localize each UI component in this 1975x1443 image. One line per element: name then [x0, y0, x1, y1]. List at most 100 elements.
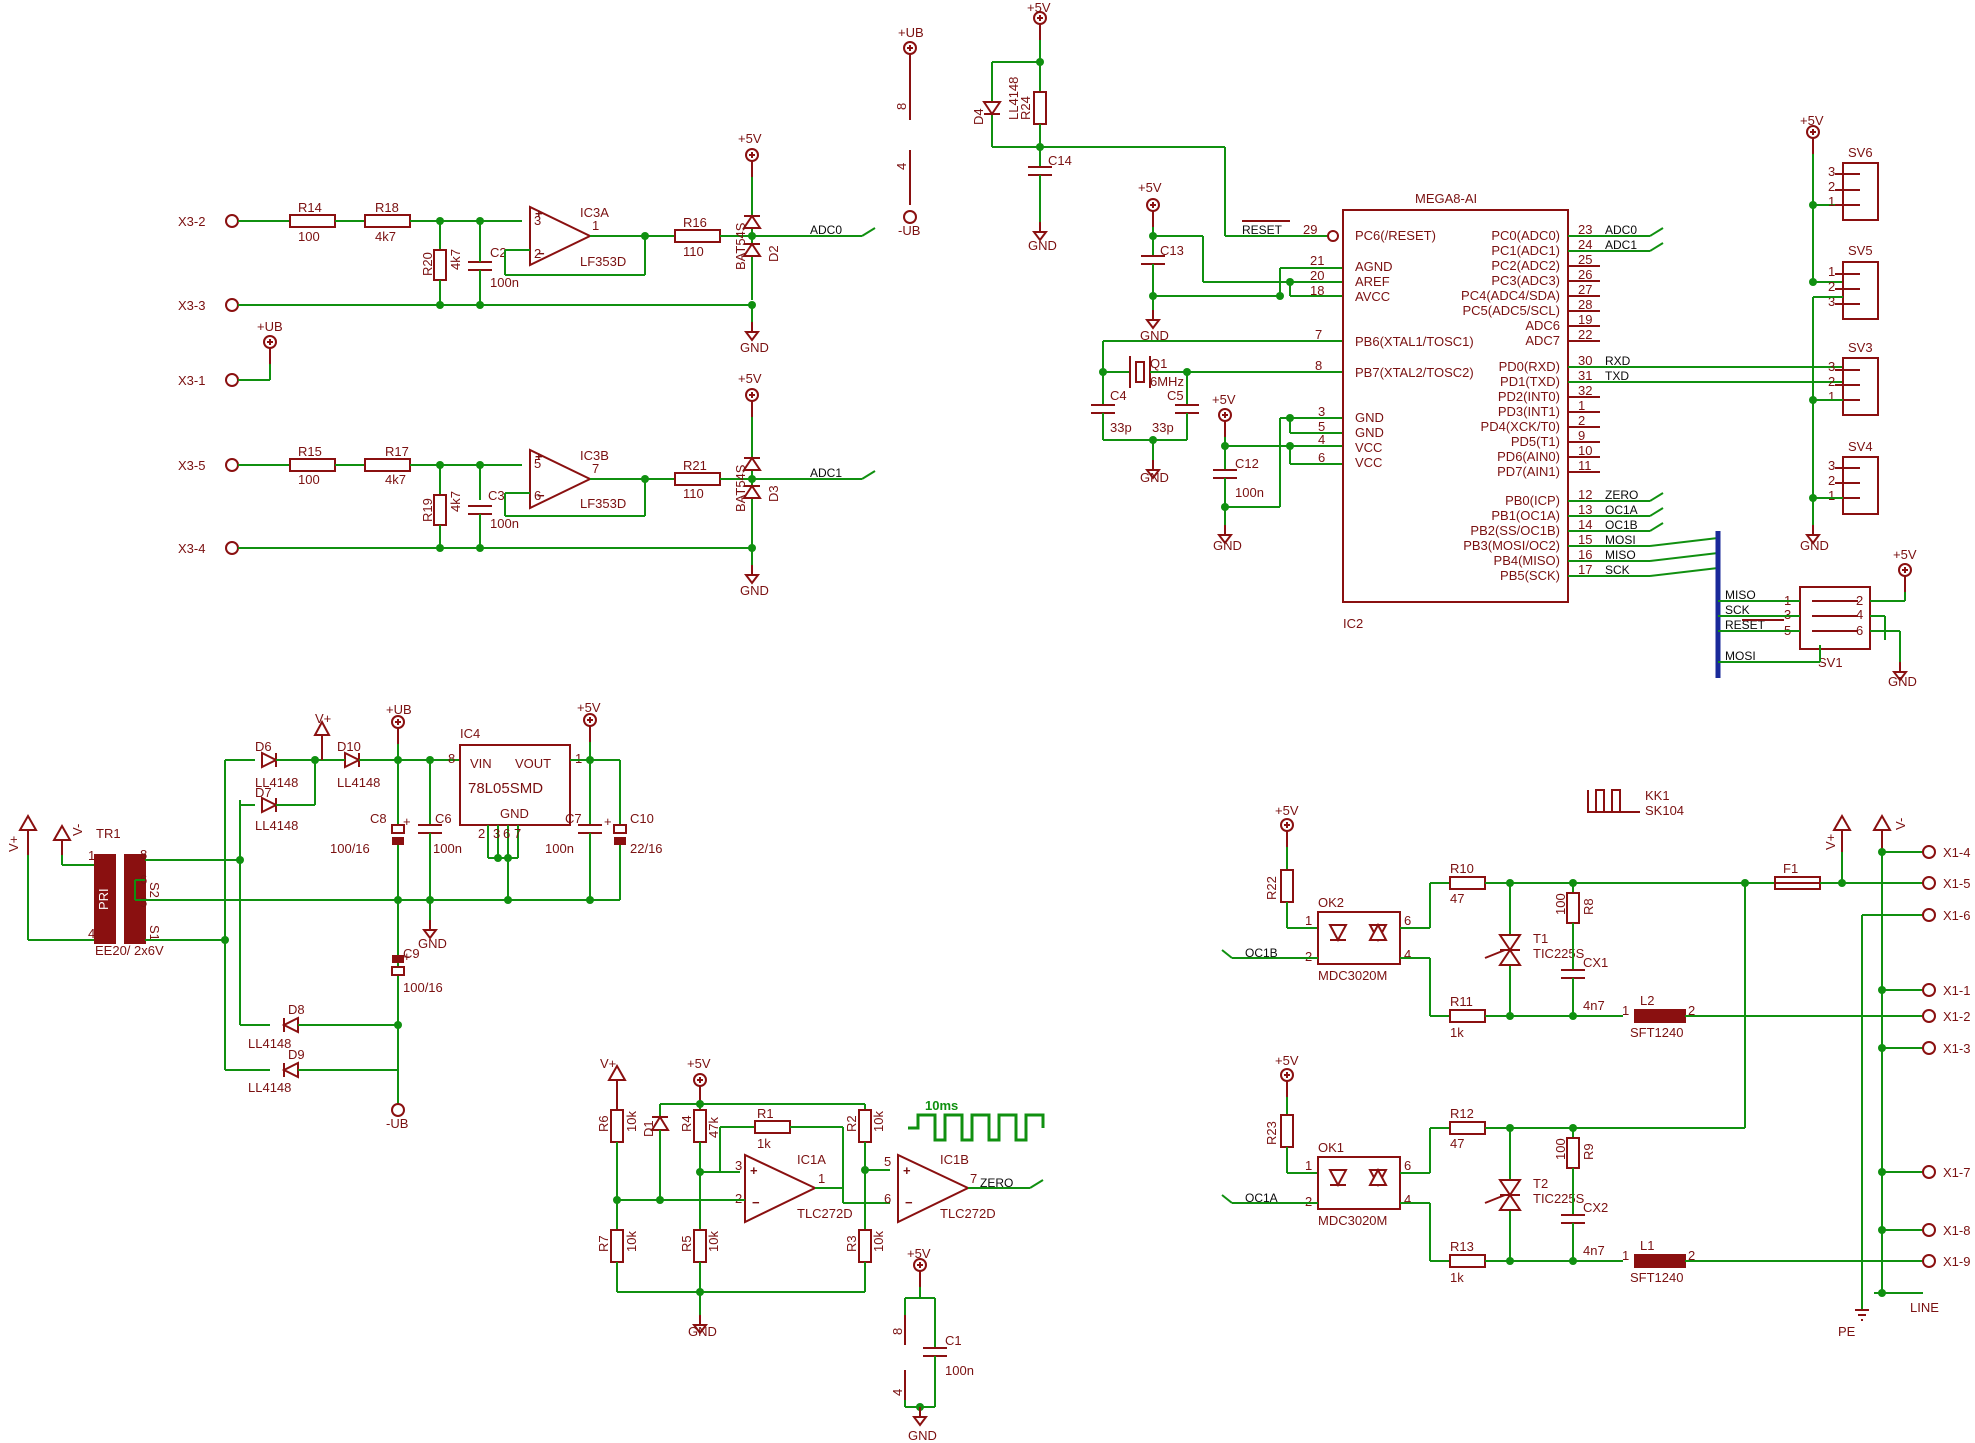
svg-text:R8: R8: [1581, 898, 1596, 915]
svg-text:MDC3020M: MDC3020M: [1318, 968, 1387, 983]
svg-text:AVCC: AVCC: [1355, 289, 1390, 304]
svg-text:SV3: SV3: [1848, 340, 1873, 355]
svg-text:R19: R19: [420, 498, 435, 522]
svg-text:3: 3: [1828, 359, 1835, 374]
connector-x1-5: X1-5: [1943, 876, 1970, 891]
pin-headers: +5V SV6 321 SV5 123 SV3 321 SV4 321 GND …: [1718, 113, 1917, 689]
ic2-pin-name: PC3(ADC3): [1491, 273, 1560, 288]
svg-text:10k: 10k: [706, 1231, 721, 1252]
svg-text:D9: D9: [288, 1047, 305, 1062]
svg-text:ZERO: ZERO: [980, 1176, 1013, 1190]
svg-text:+: +: [750, 1163, 758, 1178]
resistor-r19: [433, 494, 447, 526]
svg-text:+UB: +UB: [257, 319, 283, 334]
ic2-pin-name: PD7(AIN1): [1497, 464, 1560, 479]
svg-text:R12: R12: [1450, 1106, 1474, 1121]
ic2-pin-number: 1: [1578, 398, 1585, 413]
svg-text:4: 4: [88, 926, 95, 941]
connector-x1-4: X1-4: [1943, 845, 1970, 860]
resistor-r9: [1566, 1137, 1580, 1169]
ic2-pin-number: 31: [1578, 368, 1592, 383]
optotriac-ok2: [1317, 911, 1401, 965]
svg-text:+5V: +5V: [738, 131, 762, 146]
svg-text:100n: 100n: [490, 516, 519, 531]
svg-text:2: 2: [1828, 473, 1835, 488]
resistor-r3: [858, 1229, 872, 1263]
svg-text:+5V: +5V: [738, 371, 762, 386]
svg-text:+5V: +5V: [1212, 392, 1236, 407]
header-sv5: [1842, 261, 1879, 320]
svg-text:C2: C2: [490, 245, 507, 260]
svg-text:10k: 10k: [624, 1231, 639, 1252]
svg-text:TLC272D: TLC272D: [797, 1206, 853, 1221]
svg-text:BAT54S: BAT54S: [733, 464, 748, 512]
svg-text:D2: D2: [766, 245, 781, 262]
ic2-pin-number: 23: [1578, 222, 1592, 237]
resistor-r6: [610, 1109, 624, 1143]
ic2-pin-name: PC4(ADC4/SDA): [1461, 288, 1560, 303]
svg-text:+UB: +UB: [386, 702, 412, 717]
svg-text:1: 1: [1305, 913, 1312, 928]
diode-d7: [261, 796, 279, 814]
svg-text:R13: R13: [1450, 1239, 1474, 1254]
svg-text:OK2: OK2: [1318, 895, 1344, 910]
svg-text:R1: R1: [757, 1106, 774, 1121]
svg-text:7: 7: [592, 461, 599, 476]
svg-text:+5V: +5V: [687, 1056, 711, 1071]
svg-text:LL4148: LL4148: [255, 775, 298, 790]
ic2-net-wire: [1649, 552, 1719, 562]
svg-text:6: 6: [534, 488, 541, 503]
svg-text:GND: GND: [1355, 425, 1384, 440]
svg-text:6: 6: [1856, 623, 1863, 638]
svg-text:C3: C3: [488, 488, 505, 503]
svg-text:MDC3020M: MDC3020M: [1318, 1213, 1387, 1228]
svg-text:KK1: KK1: [1645, 788, 1670, 803]
svg-text:8: 8: [140, 847, 147, 862]
header-sv6: [1842, 162, 1879, 221]
transformer-tr1-primary: [94, 854, 116, 944]
svg-text:ADC0: ADC0: [810, 223, 842, 237]
svg-text:18: 18: [1310, 283, 1324, 298]
svg-text:F1: F1: [1783, 861, 1798, 876]
svg-text:100: 100: [298, 472, 320, 487]
ic2-pin-name: PB4(MISO): [1494, 553, 1560, 568]
resistor-r10: [1449, 876, 1486, 890]
resistor-r2: [858, 1109, 872, 1143]
ic2-net-label: OC1B: [1605, 518, 1638, 532]
ic2-net-label: OC1A: [1605, 503, 1638, 517]
svg-text:5: 5: [1318, 419, 1325, 434]
svg-text:47: 47: [1450, 891, 1464, 906]
ic2-pin-name: PD3(INT1): [1498, 404, 1560, 419]
svg-text:R2: R2: [844, 1115, 859, 1132]
connector-x3-5: X3-5: [178, 458, 205, 473]
svg-text:110: 110: [683, 486, 704, 501]
svg-text:2: 2: [1828, 179, 1835, 194]
svg-text:D8: D8: [288, 1002, 305, 1017]
connector-x1-7: X1-7: [1943, 1165, 1970, 1180]
svg-text:+5V: +5V: [1027, 0, 1051, 15]
svg-text:1: 1: [1828, 264, 1835, 279]
svg-text:L2: L2: [1640, 993, 1654, 1008]
svg-text:C13: C13: [1160, 243, 1184, 258]
svg-text:IC2: IC2: [1343, 616, 1363, 631]
svg-text:GND: GND: [688, 1324, 717, 1339]
resistor-r20: [433, 249, 447, 281]
svg-text:C12: C12: [1235, 456, 1259, 471]
svg-text:3: 3: [534, 213, 541, 228]
input-channel-2: X3-5 R15 100 R17 4k7 R19 4k7 C3 100n 5 6…: [178, 371, 876, 598]
svg-text:+5V: +5V: [577, 700, 601, 715]
mcu-section: +5V D4 LL4148 R24 C14 GND RESET 29 +5V C…: [971, 0, 1843, 678]
svg-text:S2: S2: [147, 882, 162, 898]
svg-text:SV6: SV6: [1848, 145, 1873, 160]
diode-d9: [281, 1061, 299, 1079]
ic2-net-wire: [1649, 242, 1664, 252]
svg-text:4: 4: [1404, 1192, 1411, 1207]
ic2-pin-name: PD1(TXD): [1500, 374, 1560, 389]
ic2-pin-name: PC1(ADC1): [1491, 243, 1560, 258]
svg-text:2: 2: [1856, 593, 1863, 608]
svg-text:10k: 10k: [871, 1231, 886, 1252]
svg-text:VOUT: VOUT: [515, 756, 551, 771]
triac-t1: [1498, 934, 1522, 952]
svg-text:V+: V+: [6, 836, 21, 852]
connector-x3-2: X3-2: [178, 214, 205, 229]
